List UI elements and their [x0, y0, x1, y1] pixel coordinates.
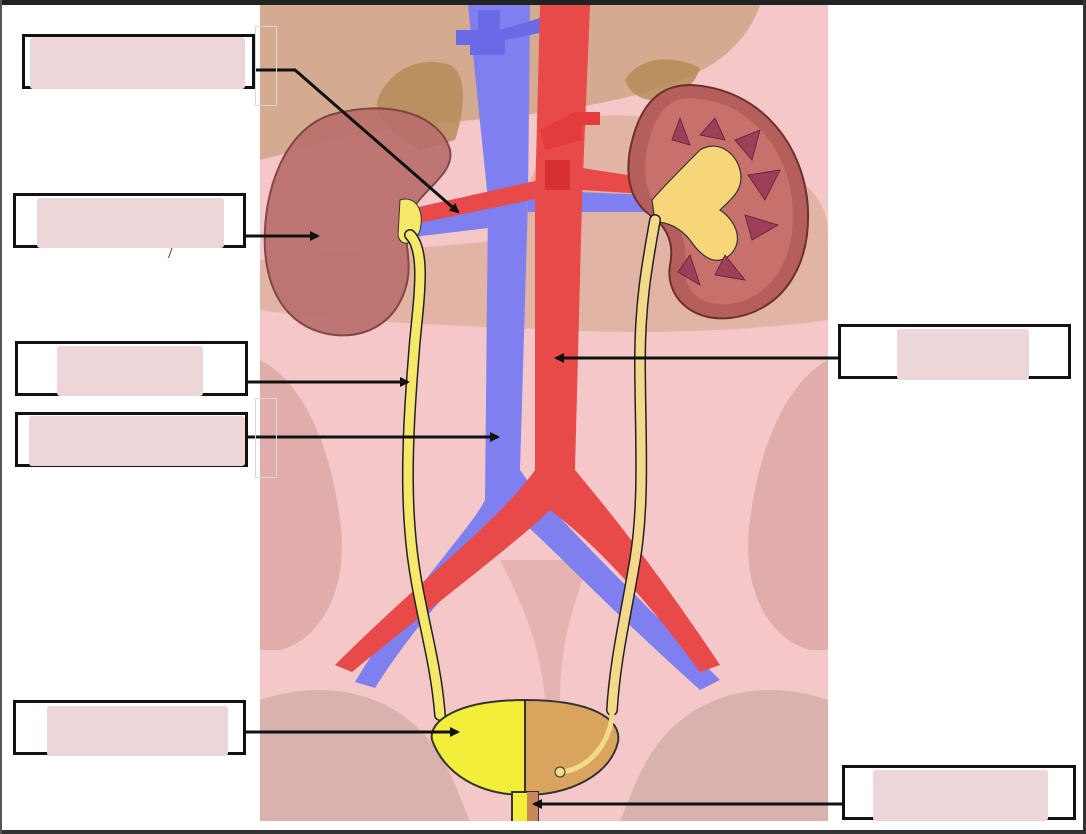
window-top-border — [0, 0, 1086, 5]
stray-mark: / — [168, 241, 174, 263]
window-left-border — [0, 0, 2, 834]
label-ureter[interactable] — [57, 346, 203, 396]
left-renal-artery — [405, 180, 540, 225]
spine-shade — [500, 560, 590, 700]
label-kidney[interactable] — [37, 198, 224, 248]
window-right-border — [1083, 0, 1086, 834]
hip-shade — [260, 690, 470, 821]
label-urethra[interactable] — [873, 770, 1048, 821]
ghost-box-1 — [255, 26, 277, 106]
aorta-branch-knob — [545, 160, 570, 190]
right-kidney-pelvis — [651, 145, 742, 261]
aorta-celiac-branch — [540, 112, 600, 150]
bladder-left-half — [430, 698, 526, 797]
label-aorta[interactable] — [897, 329, 1029, 380]
vena-cava-top-branch — [456, 10, 545, 55]
bladder-inner-ureter — [559, 711, 615, 775]
arrow-adrenal — [255, 68, 460, 214]
hip-shade-right — [620, 690, 828, 821]
ghost-box-2 — [255, 398, 277, 478]
label-vena-cava[interactable] — [29, 416, 245, 466]
right-kidney-pyramids — [671, 116, 781, 286]
window-bottom-border — [0, 830, 1086, 834]
bladder-right-half — [524, 698, 620, 797]
label-adrenal-gland[interactable] — [30, 37, 245, 89]
label-bladder[interactable] — [47, 706, 228, 756]
pelvis-left-shade — [260, 360, 342, 650]
pelvis-right-shade — [748, 360, 828, 650]
